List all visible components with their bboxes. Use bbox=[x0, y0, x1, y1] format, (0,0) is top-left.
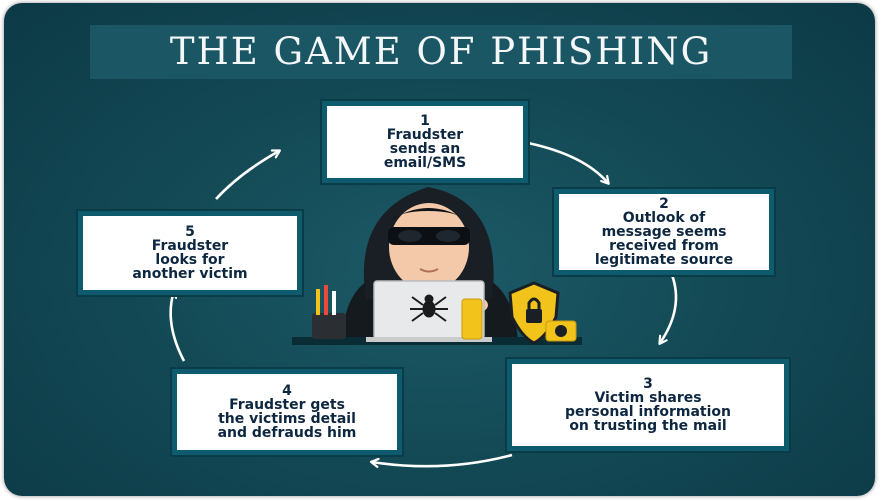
hacker-illustration bbox=[292, 187, 582, 345]
step-2-number: 2 bbox=[659, 196, 669, 212]
step-4-box: 4 Fraudster gets the victims detail and … bbox=[172, 369, 402, 455]
arrow-2-to-3 bbox=[660, 274, 678, 343]
arrow-3-to-4 bbox=[372, 453, 513, 466]
step-5-text: Fraudster looks for another victim bbox=[132, 238, 248, 282]
cycle-arrows bbox=[4, 141, 678, 496]
title-band bbox=[90, 25, 792, 79]
step-2-text: Outlook of message seems received from l… bbox=[594, 210, 734, 268]
infographic-title: THE GAME OF PHISHING bbox=[169, 30, 713, 73]
step-4-number: 4 bbox=[282, 383, 292, 399]
step-5-number: 5 bbox=[185, 224, 195, 240]
arrow-4-to-5 bbox=[171, 291, 186, 362]
step-3-text: Victim shares personal information on tr… bbox=[565, 390, 731, 434]
camera-icon bbox=[545, 320, 577, 342]
step-1-number: 1 bbox=[420, 113, 430, 129]
step-3-box: 3 Victim shares personal information on … bbox=[507, 359, 789, 451]
pencil-cup-icon bbox=[312, 285, 346, 339]
step-3-number: 3 bbox=[643, 376, 653, 392]
spider-icon bbox=[410, 294, 448, 322]
step-1-text: Fraudster sends an email/SMS bbox=[383, 127, 467, 171]
phone-icon bbox=[461, 298, 483, 340]
step-5-box: 5 Fraudster looks for another victim bbox=[78, 211, 302, 295]
arrow-5-to-1 bbox=[215, 151, 279, 200]
step-1-box: 1 Fraudster sends an email/SMS bbox=[322, 101, 528, 183]
arrow-1-to-2 bbox=[527, 141, 608, 183]
step-4-text: Fraudster gets the victims detail and de… bbox=[217, 397, 357, 441]
step-2-box: 2 Outlook of message seems received from… bbox=[554, 189, 774, 275]
infographic-frame: THE GAME OF PHISHING bbox=[4, 3, 875, 496]
